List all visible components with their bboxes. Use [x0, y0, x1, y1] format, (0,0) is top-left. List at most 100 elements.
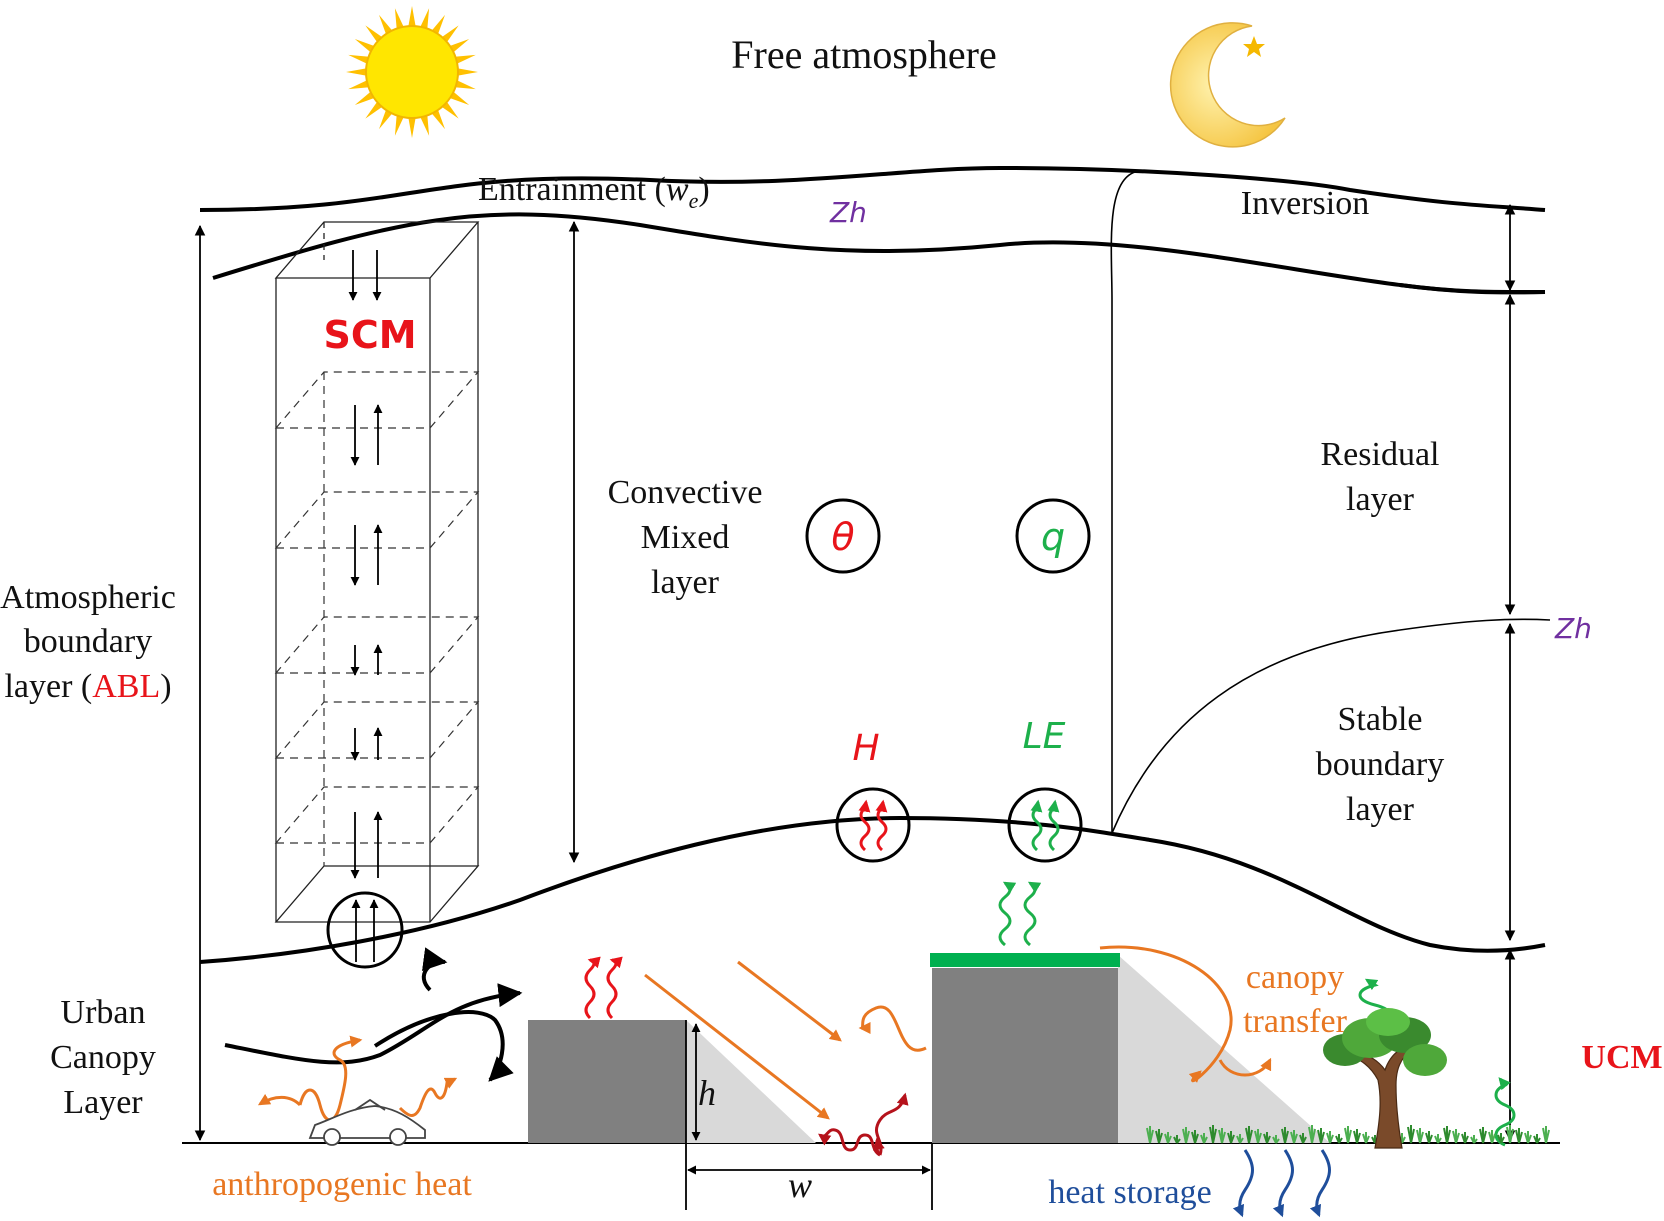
- roof-latent-wave: [1023, 881, 1042, 947]
- grass-tuft: [1407, 1125, 1415, 1144]
- car-icon: [308, 1098, 426, 1146]
- roof-heat-wave: [606, 956, 623, 1020]
- shortwave-radiation-arrow: [644, 973, 830, 1120]
- zh-right-label: Zh: [1554, 612, 1592, 645]
- q-circle: [1015, 498, 1091, 574]
- sun-ray: [394, 8, 405, 31]
- grass-tuft: [1209, 1125, 1217, 1144]
- residual-layer-top: [1399, 283, 1546, 295]
- grass-tuft: [1335, 1134, 1343, 1144]
- grass-tuft: [1425, 1131, 1433, 1144]
- grass-tuft: [1317, 1128, 1325, 1144]
- theta-circle: [805, 498, 881, 574]
- wind-flow-arrow: [373, 1010, 514, 1082]
- heat-storage-arrow: [1272, 1149, 1294, 1218]
- q-symbol: q: [1041, 515, 1065, 559]
- grass-tuft: [1254, 1129, 1262, 1144]
- anthropogenic-heat-label: anthropogenic heat: [212, 1166, 472, 1203]
- grass-tuft: [1515, 1128, 1523, 1144]
- grass-tuft: [1506, 1125, 1514, 1144]
- stable-boundary-label: boundary: [1316, 746, 1444, 783]
- inversion-curve: [1110, 171, 1136, 833]
- convective-label: Convective: [608, 474, 763, 511]
- canopy-transfer-label-1: canopy: [1246, 959, 1344, 996]
- sun-ray: [348, 54, 371, 65]
- heat-storage-arrow: [1309, 1149, 1331, 1218]
- grass-tuft: [1452, 1129, 1460, 1144]
- grass-tuft: [1542, 1126, 1550, 1144]
- scm-layer-slice: [274, 371, 480, 429]
- sun-icon: [346, 6, 478, 138]
- latent-heat-wave: [1047, 799, 1060, 852]
- scm-layer-slice: [274, 616, 480, 674]
- canopy-label: Canopy: [50, 1039, 156, 1076]
- building-shadow-left: [686, 1020, 816, 1143]
- free-atmosphere-boundary: [199, 165, 1546, 212]
- sun-ray: [453, 54, 476, 65]
- height-label: h: [698, 1073, 716, 1113]
- grass-tuft: [1236, 1134, 1244, 1144]
- scm-layer-slice: [274, 786, 480, 844]
- green-roof: [930, 953, 1120, 967]
- mixed-layer-top: [212, 212, 1546, 295]
- grass-tuft: [1263, 1132, 1271, 1144]
- grass-tuft: [1416, 1128, 1424, 1144]
- sun-ray: [419, 8, 430, 31]
- sensible-heat-label: H: [852, 728, 879, 769]
- abl-atmospheric-label: Atmospheric: [0, 579, 176, 616]
- grass-tuft: [1470, 1135, 1478, 1144]
- ucm-label: UCM: [1581, 1039, 1662, 1076]
- building-left: [528, 1020, 686, 1143]
- sensible-heat-wave: [858, 799, 871, 852]
- latent-heat-wave: [1030, 799, 1043, 852]
- scm-label: SCM: [323, 313, 416, 357]
- sun-ray: [455, 68, 478, 76]
- grass-tuft: [1461, 1132, 1469, 1144]
- grass-tuft: [1308, 1125, 1316, 1144]
- grass-tuft: [1200, 1133, 1208, 1144]
- inversion-label: Inversion: [1241, 185, 1369, 222]
- grass-tuft: [1299, 1133, 1307, 1144]
- scm-layer-slice: [274, 491, 480, 549]
- stable-boundary-curve: [1111, 618, 1551, 834]
- grass-tuft: [1227, 1131, 1235, 1144]
- canopy-layer-label: Layer: [63, 1084, 143, 1121]
- roof-heat-wave: [584, 956, 601, 1020]
- grass-tuft: [1218, 1128, 1226, 1144]
- canopy-transfer-label-2: transfer: [1243, 1003, 1348, 1040]
- anthropogenic-heat-wave: [257, 1093, 302, 1107]
- theta-symbol: θ: [831, 515, 854, 559]
- grass-tuft: [1488, 1130, 1496, 1144]
- street-heat-wave: [872, 1137, 885, 1157]
- grass-tuft: [1479, 1127, 1487, 1144]
- street-heat-wave: [874, 1092, 909, 1156]
- canopy-top-boundary: [199, 815, 1546, 964]
- sun-ray: [453, 79, 476, 90]
- grass-tuft: [1146, 1126, 1154, 1144]
- latent-heat-label: LE: [1023, 716, 1066, 757]
- grass-tuft: [1326, 1131, 1334, 1144]
- sun-ray: [408, 6, 416, 29]
- abl-layer-label: layer (ABL): [4, 668, 171, 705]
- grass-tuft: [1533, 1134, 1541, 1144]
- sun-ray: [348, 79, 371, 90]
- wind-flow-arrow: [224, 983, 523, 1065]
- grass-tuft: [1344, 1126, 1352, 1144]
- abl-boundary-label: boundary: [24, 623, 152, 660]
- heat-storage-label: heat storage: [1048, 1174, 1211, 1211]
- grass-icon: [1146, 1125, 1550, 1144]
- sun-ray: [346, 68, 369, 76]
- tree-icon: [1323, 1008, 1447, 1149]
- grass-latent-wave: [1494, 1077, 1516, 1147]
- stable-layer-label: layer: [1346, 791, 1415, 828]
- title: Free atmosphere: [731, 32, 996, 77]
- mixed-layer-label: layer: [651, 564, 720, 601]
- reflected-radiation-arrow: [858, 1005, 927, 1052]
- grass-tuft: [1524, 1131, 1532, 1144]
- scm-layer-slice: [274, 701, 480, 759]
- grass-tuft: [1353, 1129, 1361, 1144]
- latent-heat-circle: [1007, 787, 1083, 863]
- canopy-transfer-arrow: [1099, 945, 1233, 1083]
- grass-tuft: [1281, 1127, 1289, 1144]
